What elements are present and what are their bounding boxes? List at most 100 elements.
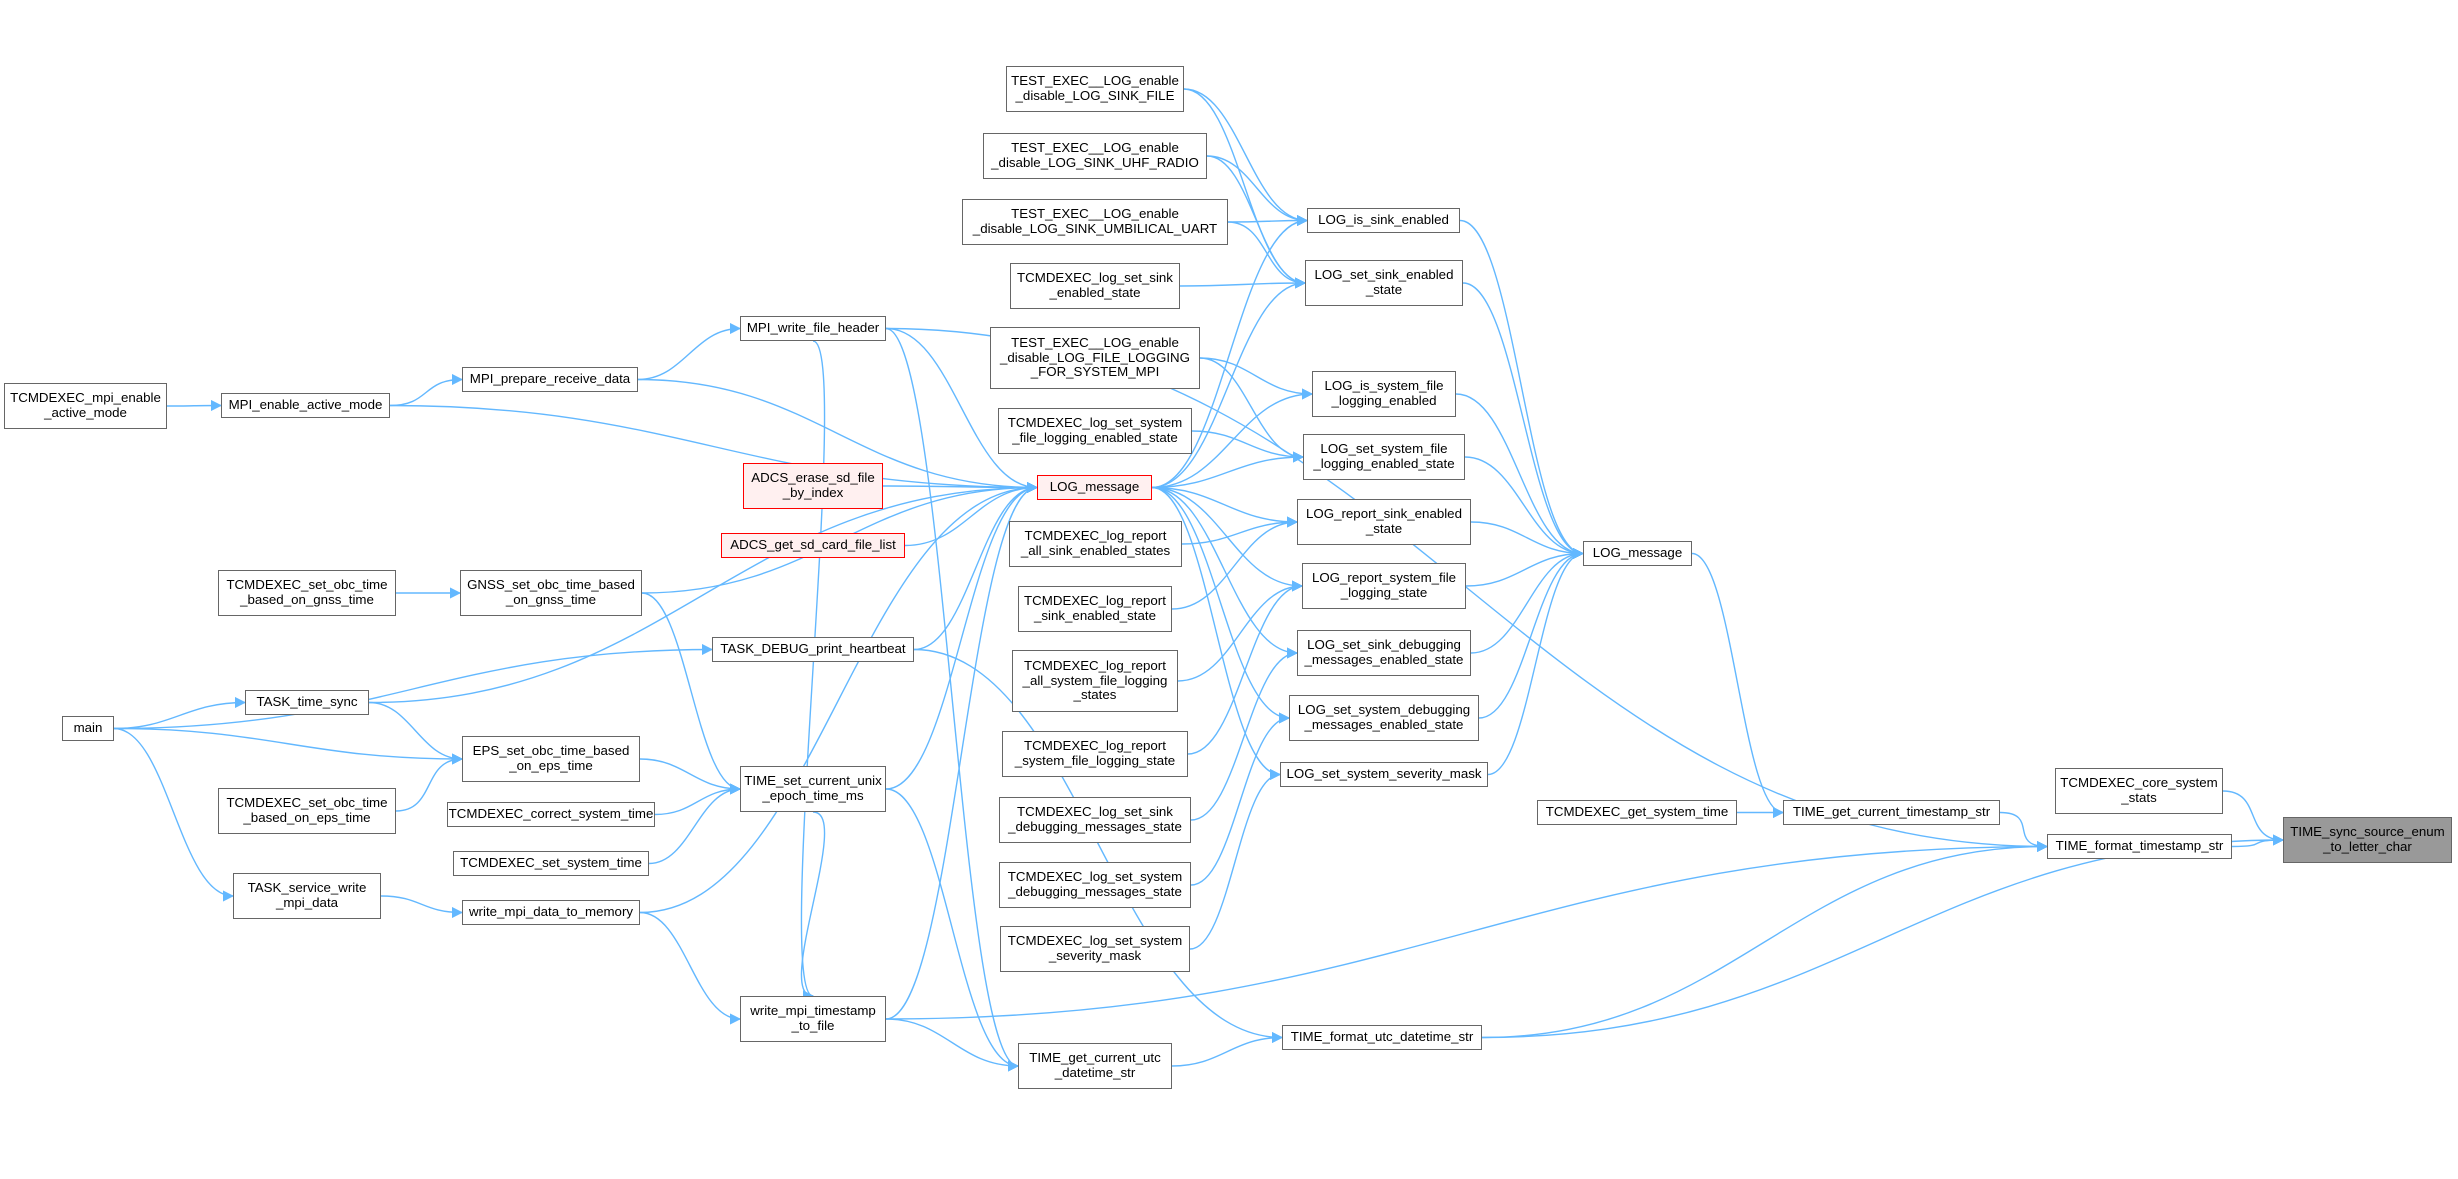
call-edge-n46-to-n31 [885, 788, 1020, 1072]
call-edge-n47-to-n46 [654, 783, 742, 816]
node-write-mpi-timestamp-to-file[interactable]: write_mpi_timestamp _to_file [740, 996, 886, 1042]
call-edge-n23-to-n11 [1181, 516, 1299, 545]
call-edge-n14-to-n6 [1478, 547, 1585, 719]
call-edge-n20-to-n10 [1199, 357, 1305, 463]
node-tcmdexec-core-system-stats[interactable]: TCMDEXEC_core_system _stats [2055, 768, 2223, 814]
node-time-set-current-unix-epoch-time-ms[interactable]: TIME_set_current_unix _epoch_time_ms [740, 766, 886, 812]
node-task-debug-print-heartbeat[interactable]: TASK_DEBUG_print_heartbeat [712, 637, 914, 662]
call-edge-n48-to-n46 [648, 783, 742, 865]
call-edge-n21-to-n10 [1191, 430, 1305, 463]
node-log-set-system-debugging-messages-enabled-state[interactable]: LOG_set_system_debugging _messages_enabl… [1289, 695, 1479, 741]
call-edge-n50-to-n32 [639, 911, 742, 1025]
node-log-report-sink-enabled-state[interactable]: LOG_report_sink_enabled _state [1297, 499, 1471, 545]
call-edge-n12-to-n6 [1465, 547, 1585, 587]
call-edge-n42-to-n43 [113, 696, 247, 730]
node-eps-set-obc-time-based-on-eps-time[interactable]: EPS_set_obc_time_based _on_eps_time [462, 736, 640, 782]
call-edge-n4-to-n3 [1999, 811, 2049, 853]
node-test-exec-log-enable-disable-log-sink-uhf-radio[interactable]: TEST_EXEC__LOG_enable _disable_LOG_SINK_… [983, 133, 1207, 179]
node-test-exec-log-enable-disable-log-file-logging-for-system-mpi[interactable]: TEST_EXEC__LOG_enable _disable_LOG_FILE_… [990, 327, 1200, 389]
node-log-set-system-severity-mask[interactable]: LOG_set_system_severity_mask [1280, 762, 1488, 787]
call-edge-n2-to-n1 [2222, 790, 2285, 846]
node-tcmdexec-set-obc-time-based-on-eps-time[interactable]: TCMDEXEC_set_obc_time _based_on_eps_time [218, 788, 396, 834]
node-tcmdexec-log-set-sink-enabled-state[interactable]: TCMDEXEC_log_set_sink _enabled_state [1010, 263, 1180, 309]
node-tcmdexec-log-report-all-system-file-logging-states[interactable]: TCMDEXEC_log_report _all_system_file_log… [1012, 650, 1178, 712]
call-edge-n43-to-n22 [368, 481, 1039, 704]
call-edge-n49-to-n50 [380, 895, 464, 919]
call-edge-n22-to-n9 [1151, 388, 1314, 489]
node-tcmdexec-log-report-system-file-logging-state[interactable]: TCMDEXEC_log_report _system_file_logging… [1002, 731, 1188, 777]
call-edge-n31-to-n30 [1171, 1031, 1284, 1067]
call-edge-n8-to-n6 [1462, 282, 1585, 560]
call-edge-n44-to-n46 [639, 758, 742, 795]
call-edge-n22-to-n13 [1151, 486, 1299, 659]
call-edge-n25-to-n12 [1177, 580, 1304, 682]
node-tcmdexec-set-obc-time-based-on-gnss-time[interactable]: TCMDEXEC_set_obc_time _based_on_gnss_tim… [218, 570, 396, 616]
node-tcmdexec-log-set-system-severity-mask[interactable]: TCMDEXEC_log_set_system _severity_mask [1000, 926, 1190, 972]
call-edge-n46-to-n32 [800, 811, 826, 1002]
node-time-get-current-utc-datetime-str[interactable]: TIME_get_current_utc _datetime_str [1018, 1043, 1172, 1089]
node-time-get-current-timestamp-str[interactable]: TIME_get_current_timestamp_str [1783, 800, 2000, 825]
node-tcmdexec-log-report-sink-enabled-state[interactable]: TCMDEXEC_log_report _sink_enabled_state [1018, 586, 1172, 632]
node-tcmdexec-correct-system-time[interactable]: TCMDEXEC_correct_system_time [447, 802, 655, 827]
call-edge-n30-to-n3 [1481, 840, 2049, 1039]
call-edge-n22-to-n8 [1151, 277, 1307, 489]
call-edge-n10-to-n6 [1464, 456, 1585, 560]
call-edge-n19-to-n8 [1179, 277, 1307, 289]
node-log-is-system-file-logging-enabled[interactable]: LOG_is_system_file _logging_enabled [1312, 371, 1456, 417]
node-gnss-set-obc-time-based-on-gnss-time[interactable]: GNSS_set_obc_time_based _on_gnss_time [460, 570, 642, 616]
call-edge-n41-to-n30 [913, 648, 1284, 1044]
node-tcmdexec-set-system-time[interactable]: TCMDEXEC_set_system_time [453, 851, 649, 876]
node-mpi-write-file-header[interactable]: MPI_write_file_header [740, 316, 886, 341]
node-log-is-sink-enabled[interactable]: LOG_is_sink_enabled [1307, 208, 1460, 233]
call-edge-n32-to-n31 [885, 1018, 1020, 1072]
call-edge-n22-to-n12 [1151, 486, 1304, 592]
call-edge-n33-to-n31 [885, 327, 1020, 1072]
node-time-format-utc-datetime-str[interactable]: TIME_format_utc_datetime_str [1282, 1025, 1482, 1050]
node-adcs-get-sd-card-file-list[interactable]: ADCS_get_sd_card_file_list [721, 533, 905, 558]
call-edge-n34-to-n22 [637, 378, 1039, 494]
node-write-mpi-data-to-memory[interactable]: write_mpi_data_to_memory [462, 900, 640, 925]
node-main[interactable]: main [62, 716, 114, 741]
node-log-set-sink-enabled-state[interactable]: LOG_set_sink_enabled _state [1305, 260, 1463, 306]
node-adcs-erase-sd-file-by-index[interactable]: ADCS_erase_sd_file _by_index [743, 463, 883, 509]
node-test-exec-log-enable-disable-log-sink-file[interactable]: TEST_EXEC__LOG_enable _disable_LOG_SINK_… [1006, 66, 1184, 112]
call-edge-n16-to-n7 [1183, 88, 1309, 227]
call-edge-n18-to-n8 [1227, 221, 1307, 289]
call-edge-n13-to-n6 [1470, 547, 1585, 654]
node-task-service-write-mpi-data[interactable]: TASK_service_write _mpi_data [233, 873, 381, 919]
node-tcmdexec-log-report-all-sink-enabled-states[interactable]: TCMDEXEC_log_report _all_sink_enabled_st… [1009, 521, 1182, 567]
call-edge-n41-to-n22 [913, 481, 1039, 651]
node-log-report-system-file-logging-state[interactable]: LOG_report_system_file _logging_state [1302, 563, 1466, 609]
call-edge-n39-to-n46 [641, 592, 742, 795]
node-test-exec-log-enable-disable-log-sink-umbilical-uart[interactable]: TEST_EXEC__LOG_enable _disable_LOG_SINK_… [962, 199, 1228, 245]
call-edge-n17-to-n7 [1206, 155, 1309, 227]
node-mpi-prepare-receive-data[interactable]: MPI_prepare_receive_data [462, 367, 638, 392]
call-edge-n50-to-n22 [639, 481, 1039, 914]
call-edge-n22-to-n15 [1151, 486, 1282, 781]
node-log-set-system-file-logging-enabled-state[interactable]: LOG_set_system_file _logging_enabled_sta… [1303, 434, 1465, 480]
call-edge-n42-to-n49 [113, 727, 235, 902]
node-time-format-timestamp-str[interactable]: TIME_format_timestamp_str [2047, 834, 2232, 859]
node-tcmdexec-log-set-sink-debugging-messages-state[interactable]: TCMDEXEC_log_set_sink _debugging_message… [999, 797, 1191, 843]
call-edge-n29-to-n15 [1189, 768, 1282, 950]
node-log-message-error[interactable]: LOG_message [1037, 475, 1152, 500]
node-log-set-sink-debugging-messages-enabled-state[interactable]: LOG_set_sink_debugging _messages_enabled… [1297, 630, 1471, 676]
call-edge-n42-to-n44 [113, 727, 464, 765]
call-edge-n15-to-n6 [1487, 547, 1585, 776]
node-tcmdexec-get-system-time[interactable]: TCMDEXEC_get_system_time [1537, 800, 1737, 825]
call-edge-n46-to-n22 [885, 481, 1039, 790]
call-edge-n28-to-n14 [1190, 712, 1291, 886]
node-tcmdexec-log-set-system-debugging-messages-state[interactable]: TCMDEXEC_log_set_system _debugging_messa… [999, 862, 1191, 908]
node-mpi-enable-active-mode[interactable]: MPI_enable_active_mode [221, 393, 390, 418]
node-log-message[interactable]: LOG_message [1583, 541, 1692, 566]
call-edge-n7-to-n6 [1459, 219, 1585, 560]
node-time-sync-source-enum-to-letter-char: TIME_sync_source_enum _to_letter_char [2283, 817, 2452, 863]
node-tcmdexec-log-set-system-file-logging-enabled-state[interactable]: TCMDEXEC_log_set_system _file_logging_en… [998, 408, 1192, 454]
call-edge-n43-to-n44 [368, 701, 464, 765]
node-tcmdexec-mpi-enable-active-mode[interactable]: TCMDEXEC_mpi_enable _active_mode [4, 383, 167, 429]
call-edge-n20-to-n9 [1199, 357, 1314, 400]
call-edge-n22-to-n10 [1151, 451, 1305, 489]
node-task-time-sync[interactable]: TASK_time_sync [245, 690, 369, 715]
